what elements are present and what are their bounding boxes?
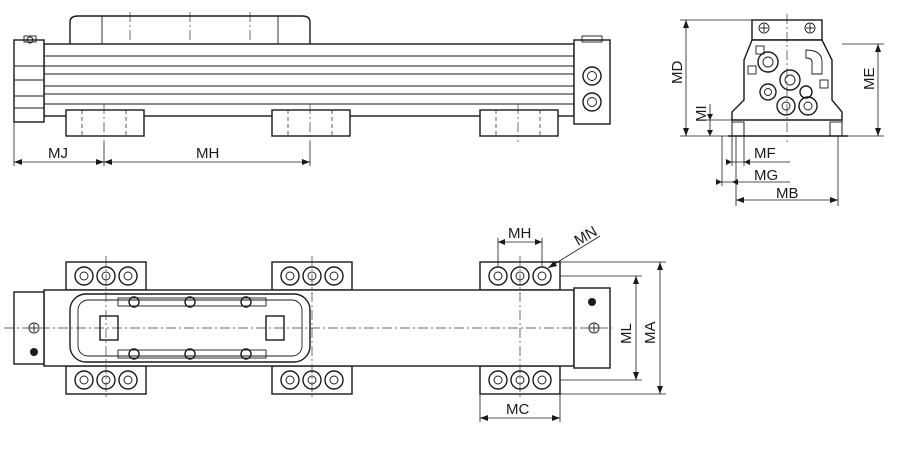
dim-label-mn: MN — [572, 223, 601, 249]
dim-label-ma: MA — [642, 322, 659, 345]
dim-label-ml: ML — [618, 323, 635, 344]
port-icon — [582, 66, 602, 86]
side-slider — [69, 12, 311, 50]
top-view: MH MN ML MA MC — [4, 223, 666, 422]
side-dimensions: MJ MH — [13, 122, 311, 166]
side-right-endcap — [573, 35, 611, 125]
dim-label-mc: MC — [506, 401, 529, 418]
side-rail — [43, 43, 575, 117]
end-view: MD MI ME MF MG MB — [669, 14, 884, 206]
top-bracket-right-upper — [479, 261, 561, 291]
dim-label-mi: MI — [693, 105, 710, 122]
dim-label-mb: MB — [776, 185, 799, 202]
port-icon — [582, 92, 602, 112]
dim-label-mg: MG — [754, 167, 778, 184]
side-mount-feet — [65, 104, 559, 142]
dim-label-mf: MF — [754, 145, 776, 162]
dim-label-me: ME — [861, 68, 878, 91]
dim-label-mh-top: MH — [508, 225, 531, 242]
dim-label-mh-side: MH — [196, 145, 219, 162]
side-left-endcap — [13, 35, 45, 123]
dim-label-md: MD — [669, 61, 686, 84]
side-view: MJ MH — [13, 12, 611, 166]
dim-label-mj: MJ — [48, 145, 68, 162]
